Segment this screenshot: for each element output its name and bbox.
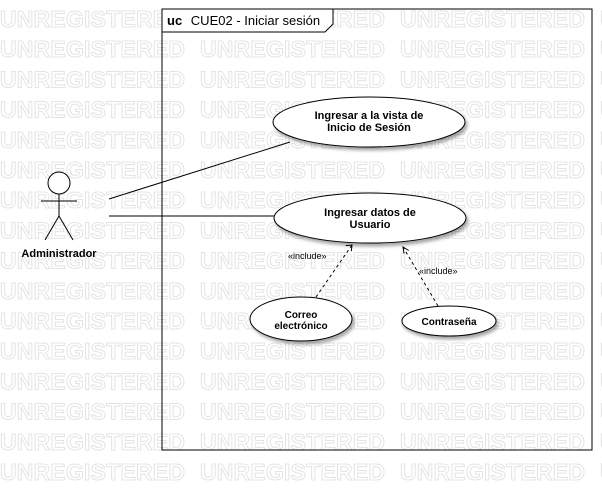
watermark-text: UNREGISTERED [400, 6, 585, 32]
watermark-text: UNREGISTERED [0, 97, 185, 123]
watermark-text: UNREGISTERED [200, 429, 385, 455]
use-case-label-line1: Ingresar datos de [324, 207, 416, 219]
watermark-text: UNREGISTERED [400, 429, 585, 455]
watermark-layer: UNREGISTERED UNREGISTERED UNREGISTERED UNRE… [0, 6, 602, 486]
frame-title: CUE02 - Iniciar sesión [191, 13, 320, 28]
watermark-text: UNREGISTERED [400, 399, 585, 425]
watermark-text: UNREGISTERED [0, 6, 185, 32]
watermark-text: UNREGISTERED [400, 157, 585, 183]
watermark-text: UNREGISTERED [400, 66, 585, 92]
use-case-label-line1: Ingresar a la vista de [315, 110, 424, 122]
watermark-text: UNREGISTERED [400, 36, 585, 62]
actor-label: Administrador [21, 248, 97, 260]
watermark-text: UNREGISTERED [600, 429, 602, 455]
watermark-text: UNREGISTERED [400, 278, 585, 304]
watermark-text: UNREGISTERED [200, 36, 385, 62]
watermark-text: UNREGISTERED [400, 248, 585, 274]
watermark-text: UNREGISTERED [600, 6, 602, 32]
use-case-label-line2: Inicio de Sesión [327, 122, 411, 134]
watermark-text: UNREGISTERED [400, 459, 585, 485]
watermark-text: UNREGISTERED [200, 66, 385, 92]
include-arrowhead [402, 246, 409, 254]
watermark-text: UNREGISTERED [200, 157, 385, 183]
watermark-text: UNREGISTERED [200, 338, 385, 364]
watermark-text: UNREGISTERED [0, 217, 185, 243]
include-arrowhead [345, 244, 353, 252]
frame-keyword: uc [167, 13, 182, 28]
svg-text:uc CUE02 - Iniciar sesió: uc CUE02 - Iniciar sesión [167, 13, 320, 28]
watermark-text: UNREGISTERED [600, 36, 602, 62]
actor-administrador[interactable]: Administrador [21, 171, 97, 260]
use-case-label-line2: Usuario [350, 219, 391, 231]
watermark-text: UNREGISTERED [0, 338, 185, 364]
watermark-text: UNREGISTERED [0, 459, 185, 485]
use-case-label-line1: Correo [285, 310, 318, 321]
watermark-text: UNREGISTERED [200, 459, 385, 485]
watermark-text: UNREGISTERED [400, 338, 585, 364]
watermark-text: UNREGISTERED [600, 368, 602, 394]
include-dependency-password[interactable]: «include» [402, 246, 458, 307]
watermark-text: UNREGISTERED [600, 157, 602, 183]
watermark-text: UNREGISTERED [600, 338, 602, 364]
watermark-text: UNREGISTERED [0, 429, 185, 455]
actor-stick-figure-icon [41, 171, 77, 241]
watermark-text: UNREGISTERED [200, 368, 385, 394]
system-frame[interactable]: uc CUE02 - Iniciar sesión [161, 8, 593, 451]
include-label-email: «include» [288, 251, 327, 261]
use-case-email[interactable]: Correo electrónico [249, 296, 353, 342]
watermark-text: UNREGISTERED [600, 187, 602, 213]
watermark-text: UNREGISTERED [600, 459, 602, 485]
watermark-text: UNREGISTERED [0, 248, 185, 274]
use-case-label-line2: electrónico [274, 321, 327, 332]
use-case-password[interactable]: Contraseña [401, 305, 497, 337]
watermark-text: UNREGISTERED [0, 399, 185, 425]
use-case-login-view[interactable]: Ingresar a la vista de Inicio de Sesión [272, 96, 466, 148]
watermark-text: UNREGISTERED [0, 36, 185, 62]
use-case-user-data[interactable]: Ingresar datos de Usuario [273, 192, 467, 244]
watermark-text: UNREGISTERED [600, 127, 602, 153]
watermark-text: UNREGISTERED [600, 97, 602, 123]
watermark-text: UNREGISTERED [0, 157, 185, 183]
watermark-text: UNREGISTERED [0, 66, 185, 92]
watermark-text: UNREGISTERED [600, 248, 602, 274]
watermark-text: UNREGISTERED [600, 217, 602, 243]
watermark-text: UNREGISTERED [0, 368, 185, 394]
watermark-text: UNREGISTERED [600, 278, 602, 304]
watermark-text: UNREGISTERED [600, 66, 602, 92]
watermark-text: UNREGISTERED [600, 308, 602, 334]
watermark-text: UNREGISTERED [200, 248, 385, 274]
watermark-text: UNREGISTERED [600, 399, 602, 425]
watermark-text: UNREGISTERED [0, 127, 185, 153]
frame-tab [161, 8, 334, 33]
use-case-label: Contraseña [421, 317, 476, 328]
watermark-text: UNREGISTERED [0, 308, 185, 334]
include-dependency-email[interactable]: «include» [288, 244, 353, 298]
watermark-text: UNREGISTERED [0, 278, 185, 304]
association-login-view[interactable] [108, 141, 291, 200]
include-label-password: «include» [419, 266, 458, 276]
watermark-text: UNREGISTERED [200, 399, 385, 425]
watermark-text: UNREGISTERED [400, 368, 585, 394]
watermark-text: UNREGISTERED [0, 187, 185, 213]
